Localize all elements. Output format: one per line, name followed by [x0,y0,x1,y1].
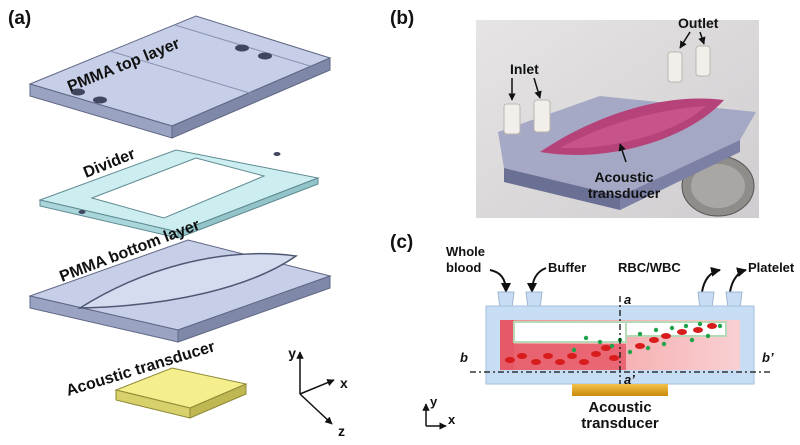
label-a-prime: a’ [624,372,635,387]
acoustic-transducer-block [114,367,248,419]
label-a: a [624,292,631,307]
axis-z-label-a: z [338,423,345,439]
label-buffer: Buffer [548,260,586,275]
pmma-top-layer [28,15,332,139]
label-photo-transducer-1: Acoustic [594,169,653,185]
platelets [571,321,723,355]
axis-x-label-a: x [340,375,348,391]
panel-a-label: (a) [8,8,31,29]
label-c-transducer-1: Acoustic [588,399,651,416]
axis-y-label-a: y [288,345,296,361]
label-b: b [460,350,468,365]
device-photo [476,20,759,218]
axes-3d [296,351,335,425]
label-b-prime: b’ [762,350,774,365]
transducer-bar [572,384,668,396]
panel-b-label: (b) [390,8,414,29]
label-rbc-wbc: RBC/WBC [618,260,681,275]
pmma-bottom-layer [28,239,332,343]
label-photo-transducer-2: transducer [588,185,661,201]
red-cells [505,323,717,365]
label-inlet: Inlet [510,61,539,77]
label-blood: blood [446,260,481,275]
label-whole: Whole [446,244,485,259]
axis-y-label-c: y [430,394,438,409]
label-platelet: Platelet [748,260,795,275]
label-outlet: Outlet [678,15,719,31]
panel-c-label: (c) [390,232,413,253]
axes-2d [422,403,447,430]
label-c-transducer-2: transducer [581,415,659,432]
axis-x-label-c: x [448,412,456,427]
divider-layer [38,149,320,239]
